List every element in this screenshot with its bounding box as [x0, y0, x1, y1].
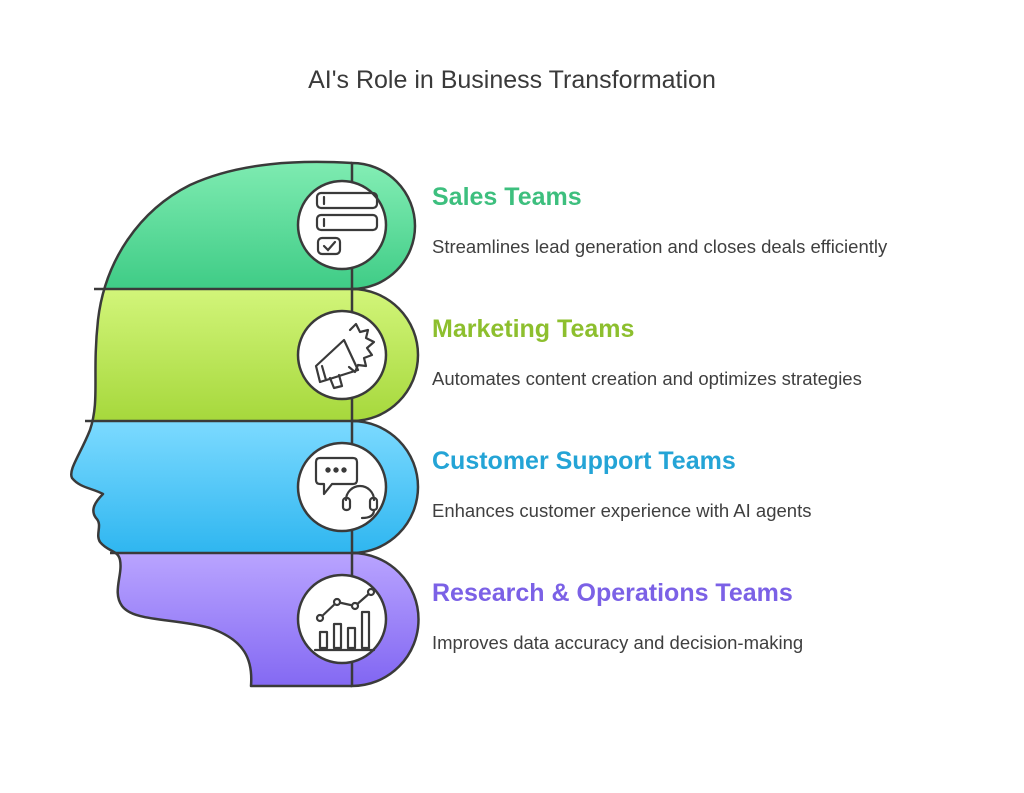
- checklist-icon: [315, 191, 379, 256]
- page-title: AI's Role in Business Transformation: [308, 66, 716, 94]
- icon-circle-sales: [296, 179, 388, 271]
- item-title-support: Customer Support Teams: [432, 447, 736, 475]
- analytics-chart-icon: [313, 587, 376, 652]
- support-chat-icon: [314, 456, 379, 520]
- icon-circle-research: [296, 573, 388, 665]
- icon-circle-support: [296, 441, 388, 533]
- item-description-research: Improves data accuracy and decision-maki…: [432, 632, 804, 653]
- item-title-research: Research & Operations Teams: [432, 579, 793, 607]
- item-description-sales: Streamlines lead generation and closes d…: [432, 236, 888, 257]
- item-title-sales: Sales Teams: [432, 183, 582, 211]
- icon-circle-marketing: [296, 309, 388, 401]
- item-description-marketing: Automates content creation and optimizes…: [432, 368, 862, 389]
- item-title-marketing: Marketing Teams: [432, 315, 635, 343]
- item-description-support: Enhances customer experience with AI age…: [432, 500, 812, 521]
- megaphone-icon: [314, 322, 376, 390]
- head-outline: [69, 160, 353, 688]
